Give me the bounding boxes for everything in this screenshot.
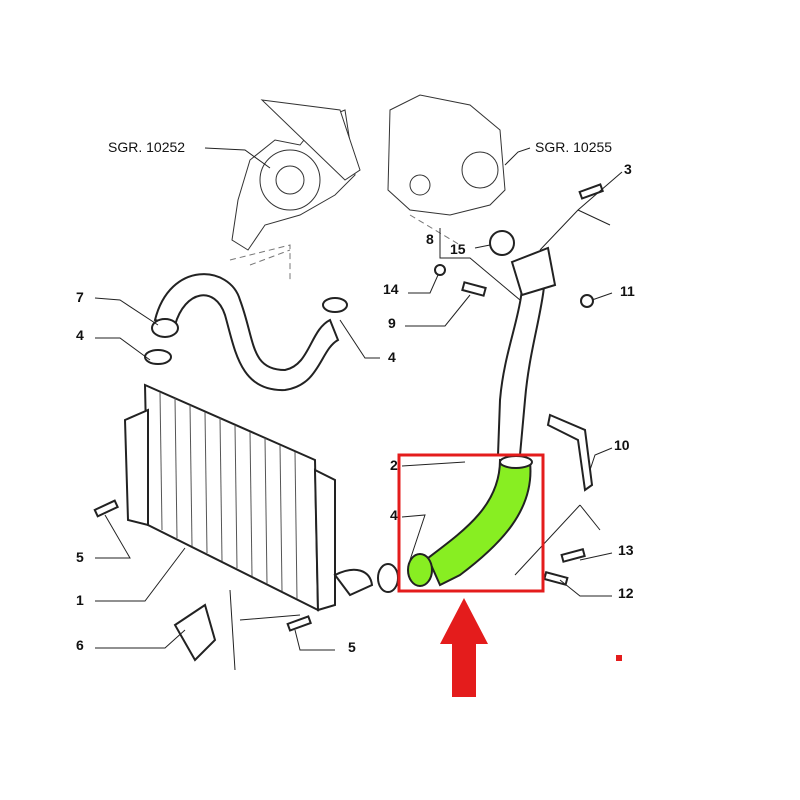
hose-clamp [322,297,348,313]
bracket [546,413,594,492]
highlight-arrow [440,598,488,697]
hose-end [407,553,433,587]
hose-upper-left [153,273,340,392]
callout-9: 9 [388,315,396,331]
reference-label-turbo: SGR. 10252 [108,139,185,155]
callout-4: 4 [388,349,396,365]
hose-clamp [151,318,179,338]
callout-1: 1 [76,592,84,608]
leader-lines [94,147,623,671]
callout-11: 11 [620,283,635,299]
callout-13: 13 [618,542,634,558]
intercooler [123,383,374,612]
callout-7: 7 [76,289,84,305]
highlighted-hose [426,458,532,587]
callout-10: 10 [614,437,630,453]
plug [434,264,446,276]
highlight-box [397,453,545,593]
turbocharger [231,99,361,251]
dashed-guide [229,244,291,280]
nut [580,294,594,308]
callout-8: 8 [426,231,434,247]
callout-12: 12 [618,585,634,601]
bolt [93,499,119,518]
callout-5: 5 [348,639,356,655]
callout-6: 6 [76,637,84,653]
callout-4: 4 [390,507,398,523]
bolt [578,183,604,200]
bolt [560,548,586,563]
reference-label-manifold: SGR. 10255 [535,139,612,155]
callout-15: 15 [450,241,466,257]
intake-manifold [387,94,506,216]
callout-2: 2 [390,457,398,473]
o-ring [489,230,515,256]
hose-clamp [499,455,533,469]
callout-4: 4 [76,327,84,343]
bolt [286,615,312,632]
mount-bracket [173,603,217,662]
pipe-flange [510,246,557,297]
callout-14: 14 [383,281,399,297]
callout-5: 5 [76,549,84,565]
hose-clamp [144,349,172,365]
red-dot [616,655,622,661]
hose-clamp [377,563,399,593]
stud [461,281,487,297]
callout-3: 3 [624,161,632,177]
